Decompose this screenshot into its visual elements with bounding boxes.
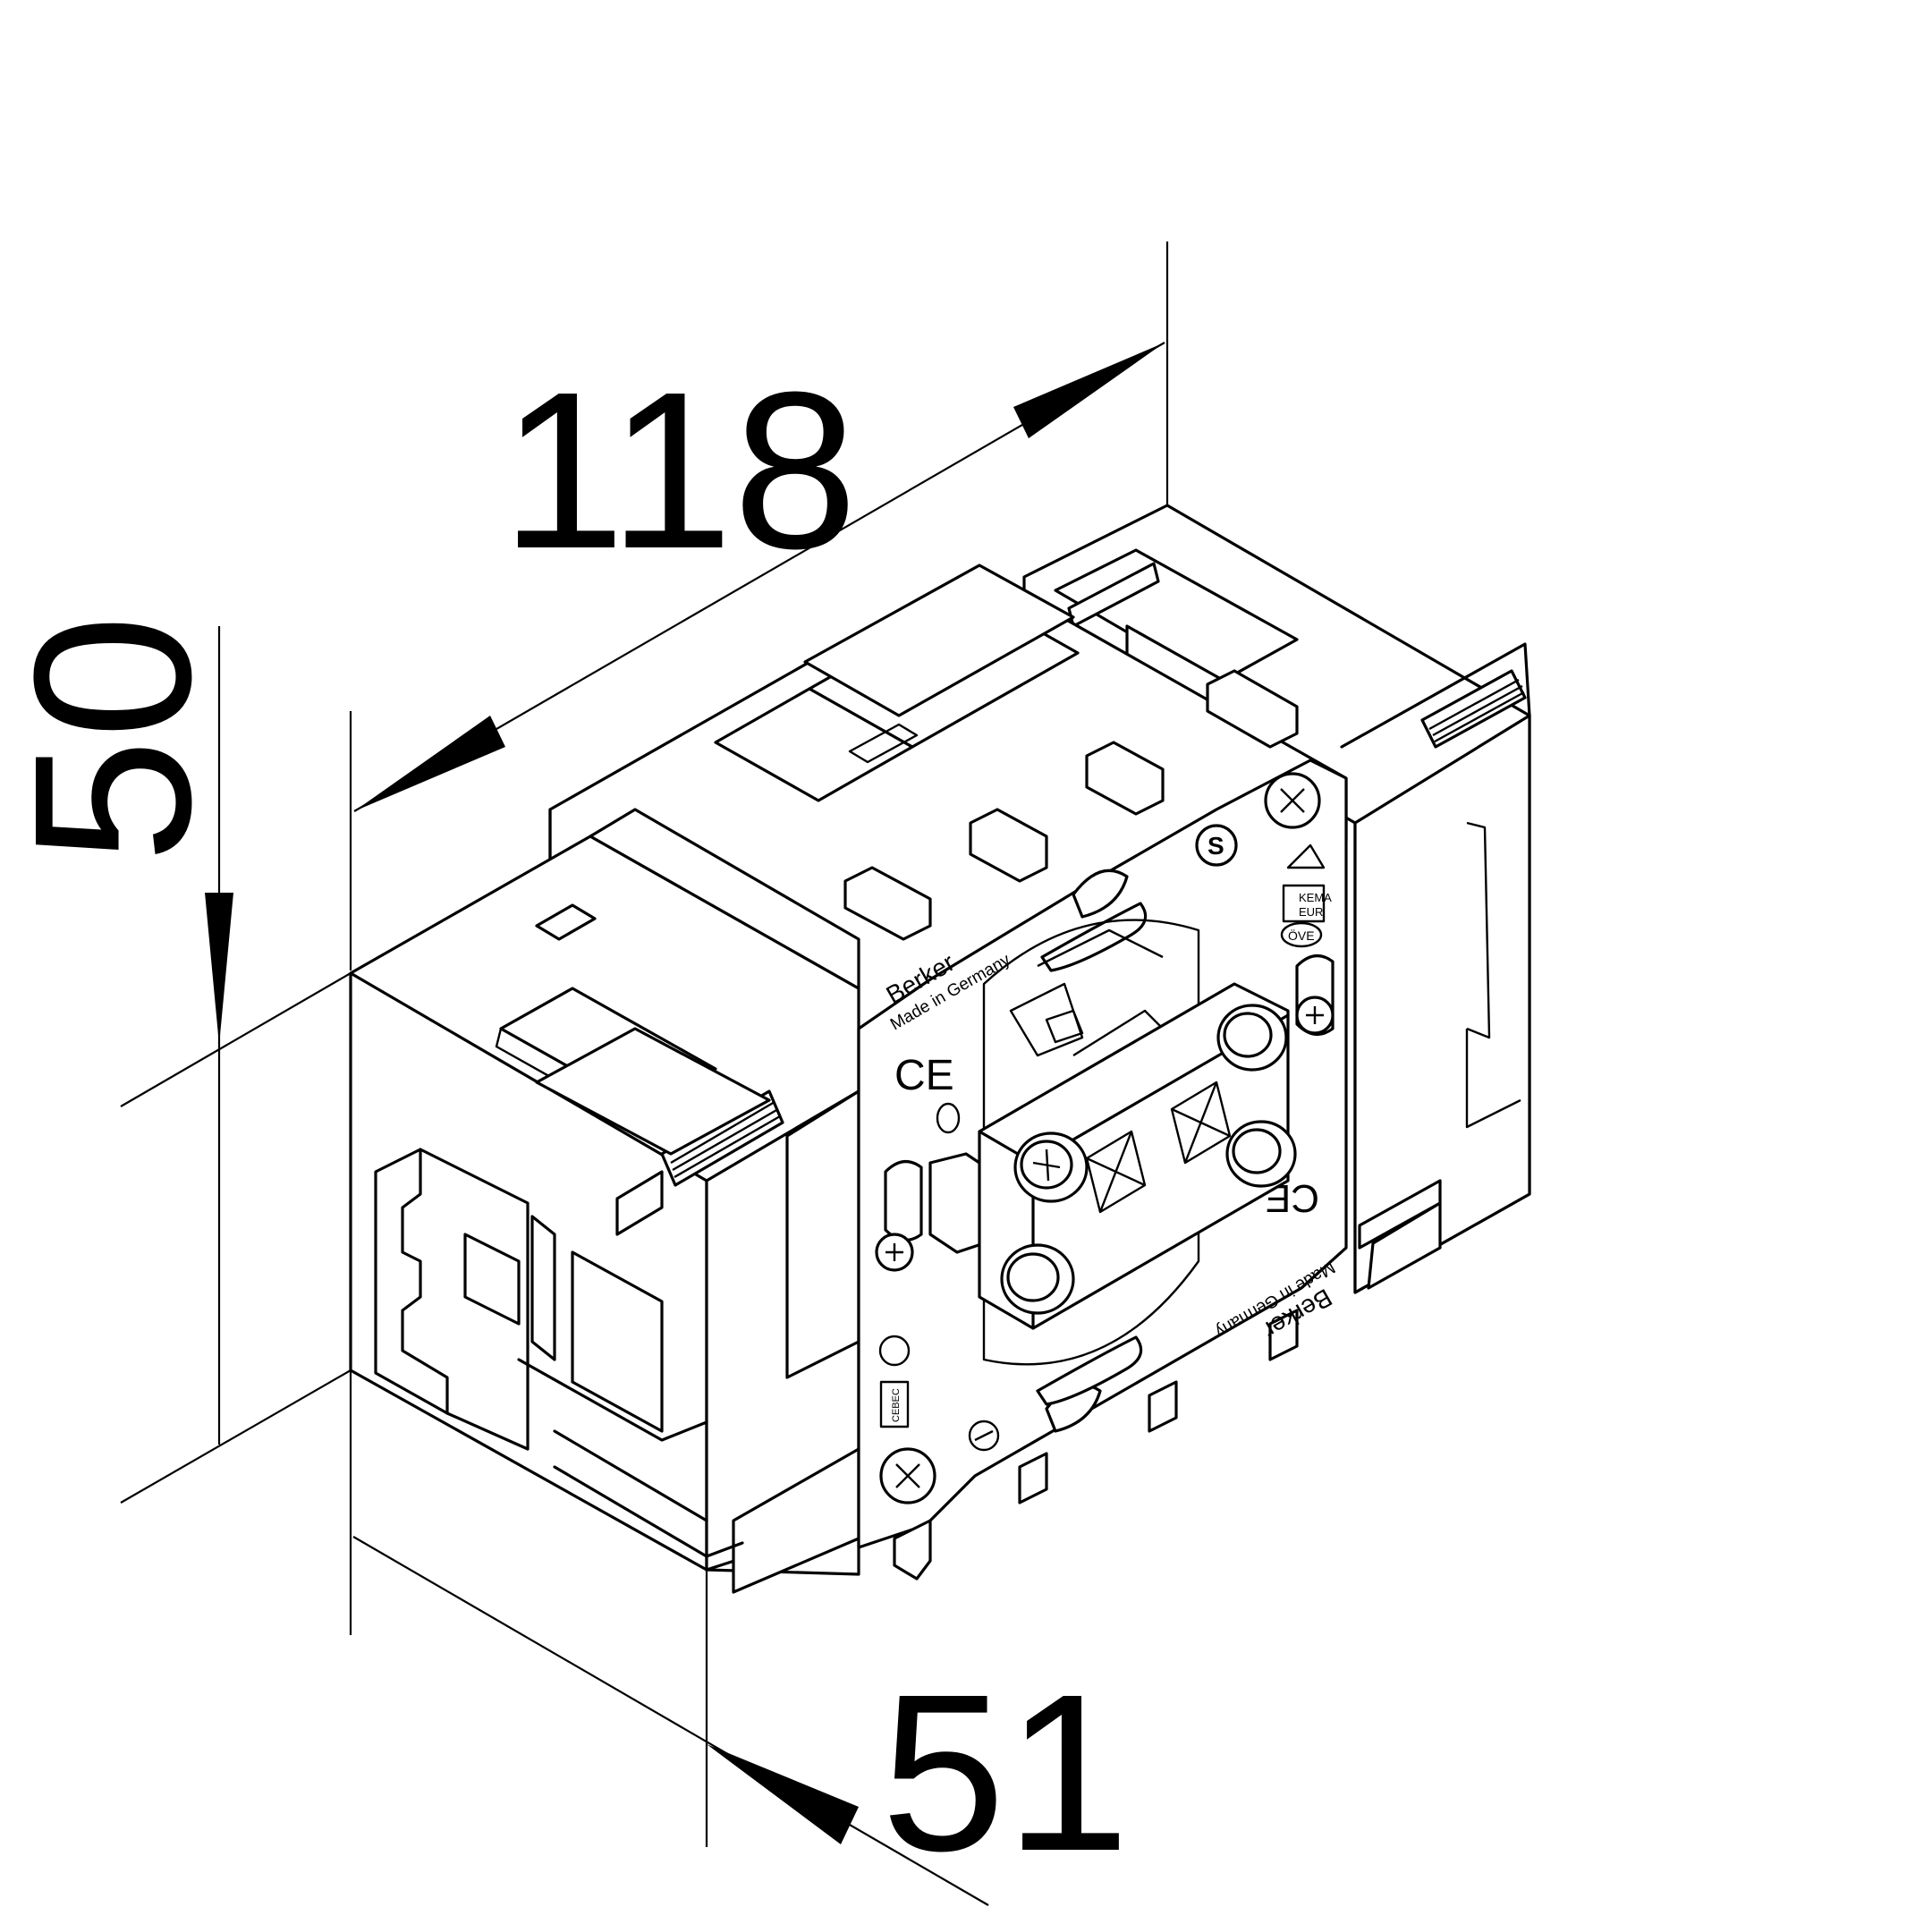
svg-text:S: S	[1208, 832, 1224, 860]
kema-mark: KEMA EUR	[1282, 884, 1332, 923]
center-opening-outline	[982, 919, 1200, 1366]
svg-text:EUR: EUR	[1299, 905, 1323, 919]
indicator-hole	[936, 1102, 961, 1134]
extension-line-bottom	[120, 1369, 352, 1504]
dimension-line-depth	[352, 1536, 989, 1906]
grip-ridges-left	[660, 1089, 784, 1187]
cebec-mark: CEBEC	[878, 1335, 911, 1428]
plus-icon-left	[875, 1233, 914, 1272]
svg-text:ÖVE: ÖVE	[1288, 928, 1315, 943]
svg-text:KEMA: KEMA	[1299, 891, 1332, 904]
dimension-width: 118	[349, 242, 1169, 970]
arrow-head-depth	[707, 1744, 859, 1844]
terminal-screw-1	[1013, 1131, 1089, 1203]
ove-mark: ÖVE	[1280, 921, 1323, 948]
grip-ridges-right	[1420, 669, 1527, 749]
release-slot	[571, 1250, 664, 1433]
ce-mark: CE	[894, 1052, 954, 1099]
terminal-screw-4	[1225, 1120, 1297, 1188]
plus-icon-right	[1295, 996, 1335, 1035]
arrow-head-down	[205, 893, 233, 1045]
latch-slot-top	[535, 903, 597, 941]
plate-tabs	[843, 669, 1299, 941]
terminal-screw-3	[1216, 1004, 1288, 1072]
arrow-head-left	[354, 716, 505, 811]
dimension-height-value: 50	[0, 614, 237, 863]
vde-mark-icon	[1286, 843, 1326, 869]
earth-mark-icon	[968, 1420, 1000, 1452]
dimension-width-value: 118	[501, 345, 858, 595]
front-module-left	[349, 808, 860, 1594]
extension-line-top	[120, 972, 352, 1107]
symbol-s-icon: S	[1195, 824, 1238, 867]
terminal-screw-2	[1000, 1243, 1075, 1315]
terminal-block	[978, 982, 1297, 1330]
mounting-screw-bottom-left	[879, 1447, 936, 1504]
svg-text:CEBEC: CEBEC	[891, 1388, 902, 1422]
dimension-height: 50	[0, 614, 352, 1504]
mounting-screw-top-right	[1264, 772, 1321, 829]
dimension-depth-value: 51	[881, 1648, 1130, 1897]
dimension-depth: 51	[349, 1369, 1130, 1906]
arrow-head-right	[1013, 343, 1165, 438]
